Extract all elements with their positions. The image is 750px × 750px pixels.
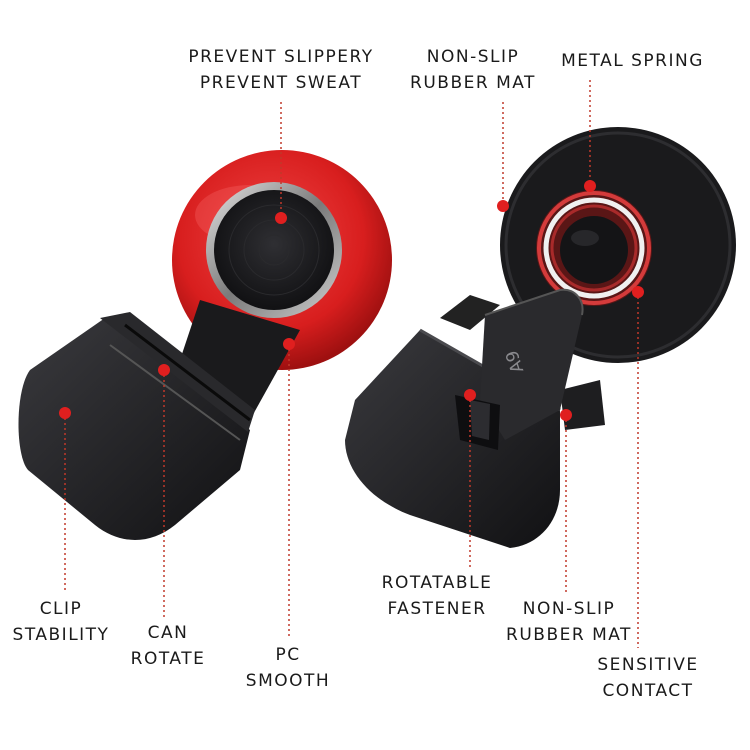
dot-metal-spring bbox=[584, 180, 596, 192]
left-button-surface bbox=[214, 190, 334, 310]
right-hinge-arm bbox=[480, 289, 583, 440]
left-trigger bbox=[18, 150, 392, 540]
callout-nonslip-rubber-mat-top: NON-SLIP RUBBER MAT bbox=[410, 47, 536, 93]
callout-metal-spring: METAL SPRING bbox=[561, 51, 704, 71]
dot-clip bbox=[59, 407, 71, 419]
callout-rotatable-fastener: ROTATABLE FASTENER bbox=[381, 573, 493, 619]
callout-dots bbox=[59, 180, 644, 421]
callout-can-rotate: CAN ROTATE bbox=[130, 623, 206, 669]
dot-pc bbox=[283, 338, 295, 350]
callout-sensitive-contact: SENSITIVE CONTACT bbox=[597, 655, 699, 701]
dot-rotatable bbox=[464, 389, 476, 401]
dot-nonslip-bottom bbox=[560, 409, 572, 421]
dot-sensitive bbox=[632, 286, 644, 298]
dot-prevent bbox=[275, 212, 287, 224]
callout-nonslip-rubber-mat-bottom: NON-SLIP RUBBER MAT bbox=[506, 599, 632, 645]
left-clip-body bbox=[18, 318, 250, 540]
dot-nonslip-top bbox=[497, 200, 509, 212]
callout-clip-stability: CLIP STABILITY bbox=[12, 599, 110, 645]
right-trigger bbox=[345, 127, 736, 548]
callout-pc-smooth: PC SMOOTH bbox=[245, 645, 331, 691]
right-sensitive-contact bbox=[560, 216, 628, 284]
leader-lines bbox=[64, 80, 639, 648]
dot-can-rotate bbox=[158, 364, 170, 376]
callout-prevent-slippery: PREVENT SLIPPERY PREVENT SWEAT bbox=[188, 47, 374, 93]
